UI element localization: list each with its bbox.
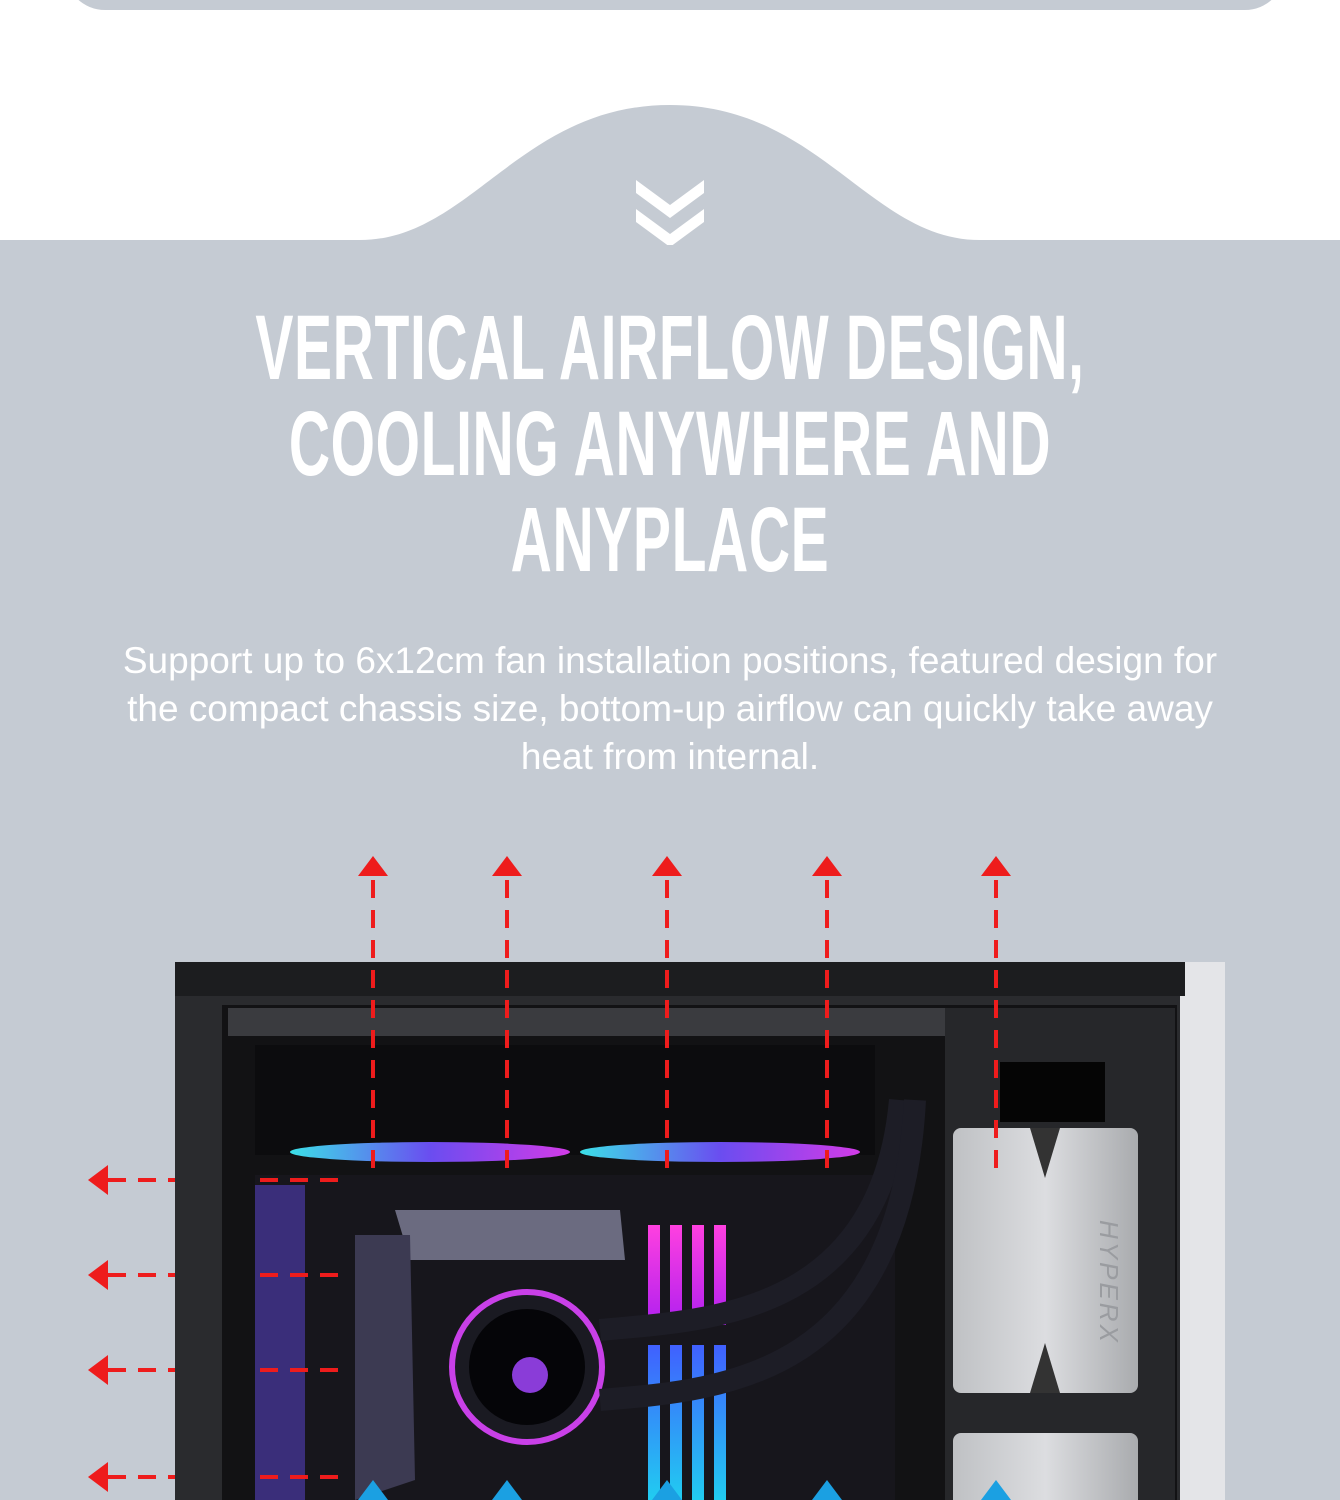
heading-line: ANYPLACE <box>510 489 830 591</box>
section-heading: VERTICAL AIRFLOW DESIGN, COOLING ANYWHER… <box>0 300 1340 588</box>
exhaust-arrows-left <box>88 1165 340 1492</box>
previous-section-card <box>65 0 1285 10</box>
heading-line: COOLING ANYWHERE AND <box>288 393 1052 495</box>
exhaust-arrows-up <box>358 856 1011 1172</box>
psu-brand-logo: HYPERX <box>1094 1220 1124 1345</box>
pc-case: HYPERX <box>175 962 1225 1500</box>
section-description: Support up to 6x12cm fan installation po… <box>122 640 1218 777</box>
intake-arrows-up <box>358 1480 1011 1500</box>
double-chevron-down-icon[interactable] <box>636 180 704 245</box>
section-divider-hump <box>0 105 1340 245</box>
heading-line: VERTICAL AIRFLOW DESIGN, <box>255 297 1085 399</box>
cpu-cooler-pump <box>449 1289 605 1445</box>
